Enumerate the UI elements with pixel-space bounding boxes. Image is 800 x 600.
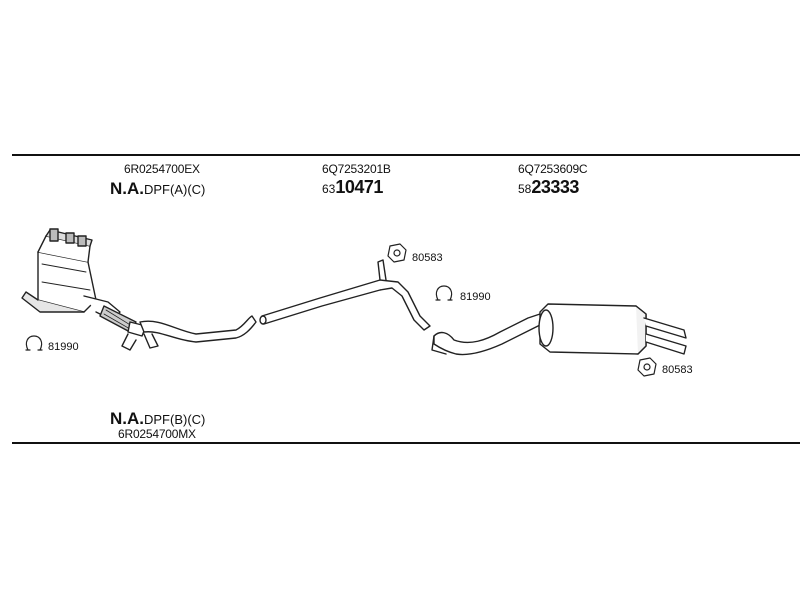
part-number-middle-pipe: 6Q7253201B xyxy=(322,162,391,176)
dpf-b-caption: N.A.DPF(B)(C) xyxy=(110,410,205,428)
clamp-icon-left xyxy=(25,335,43,351)
ref-prefix: 63 xyxy=(322,182,336,196)
hanger-label-top: 80583 xyxy=(412,252,443,264)
hanger-label-right: 80583 xyxy=(662,364,693,376)
ref-number: 10471 xyxy=(335,177,383,197)
front-pipe xyxy=(139,315,257,343)
ref-number: 23333 xyxy=(531,177,579,197)
dpf-variant: DPF(B)(C) xyxy=(144,412,206,427)
rear-silencer-ref: 5823333 xyxy=(518,178,579,197)
clamp-icon-mid xyxy=(435,285,453,301)
rear-pipe xyxy=(431,313,543,356)
hanger-icon-right xyxy=(637,357,657,377)
middle-pipe-ref: 6310471 xyxy=(322,178,383,197)
top-rule xyxy=(12,154,800,156)
clamp-label-mid: 81990 xyxy=(460,291,491,303)
dpf-a-caption: N.A.DPF(A)(C) xyxy=(110,180,205,198)
part-number-dpf-b: 6R0254700MX xyxy=(118,427,196,441)
clamp-label-left: 81990 xyxy=(48,341,79,353)
middle-pipe xyxy=(259,259,431,331)
dpf-variant: DPF(A)(C) xyxy=(144,182,206,197)
ref-prefix: 58 xyxy=(518,182,532,196)
rear-silencer xyxy=(538,303,687,355)
hanger-icon-top xyxy=(387,243,407,263)
na-label: N.A. xyxy=(110,179,144,198)
part-number-rear-silencer: 6Q7253609C xyxy=(518,162,588,176)
na-label: N.A. xyxy=(110,409,144,428)
part-number-dpf-a: 6R0254700EX xyxy=(124,162,200,176)
bottom-rule xyxy=(12,442,800,444)
